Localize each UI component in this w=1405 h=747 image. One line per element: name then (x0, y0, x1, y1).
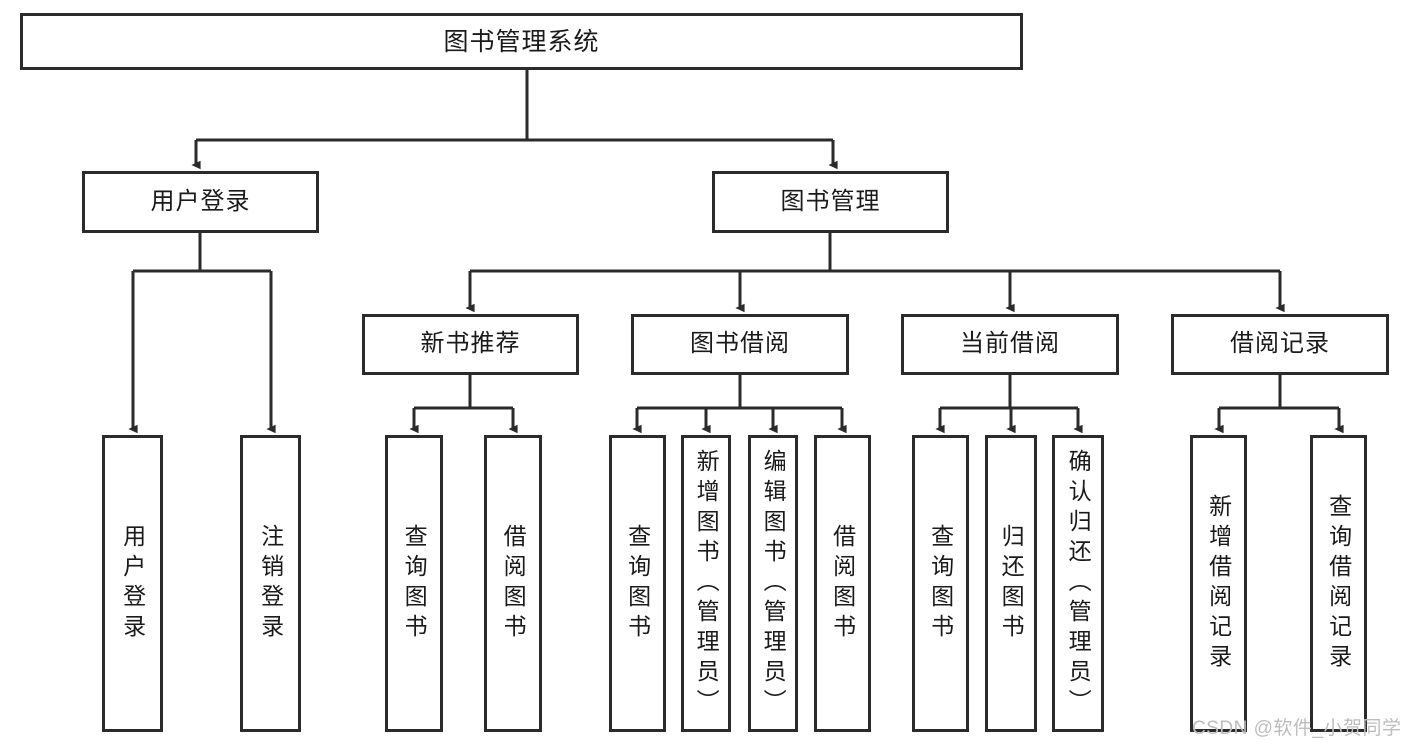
leaf-edit-book-admin[interactable]: 编辑图书（管理员） (748, 435, 798, 732)
leaf-query-borrow-record[interactable]: 查询借阅记录 (1310, 435, 1367, 732)
leaf-borrow-book-label: 借阅图书 (829, 523, 856, 644)
leaf-add-borrow-record-label: 新增借阅记录 (1205, 493, 1232, 674)
leaf-user-login[interactable]: 用户登录 (102, 435, 163, 732)
leaf-query-book-newbook[interactable]: 查询图书 (385, 435, 443, 732)
node-user-login-label: 用户登录 (150, 187, 251, 215)
leaf-add-book-admin[interactable]: 新增图书（管理员） (681, 435, 731, 732)
leaf-query-book-borrow[interactable]: 查询图书 (609, 435, 666, 732)
node-root-label: 图书管理系统 (443, 27, 600, 56)
leaf-confirm-return-admin[interactable]: 确认归还（管理员） (1052, 435, 1104, 732)
leaf-user-login-label: 用户登录 (119, 523, 146, 644)
node-book-management-label: 图书管理 (780, 187, 881, 215)
node-user-login[interactable]: 用户登录 (82, 171, 319, 233)
leaf-query-book-newbook-label: 查询图书 (401, 523, 428, 644)
node-new-book-recommend-label: 新书推荐 (420, 330, 521, 358)
leaf-borrow-book-newbook[interactable]: 借阅图书 (484, 435, 542, 732)
leaf-confirm-return-admin-label: 确认归还（管理员） (1065, 448, 1092, 719)
leaf-query-book-borrow-label: 查询图书 (624, 523, 651, 644)
leaf-logout-label: 注销登录 (257, 523, 284, 644)
leaf-add-borrow-record[interactable]: 新增借阅记录 (1190, 435, 1247, 732)
csdn-watermark: CSDN @软件_小贺同学 (1192, 718, 1402, 739)
leaf-return-book[interactable]: 归还图书 (985, 435, 1037, 732)
node-new-book-recommend[interactable]: 新书推荐 (362, 314, 579, 375)
leaf-return-book-label: 归还图书 (998, 523, 1025, 644)
node-borrow-records[interactable]: 借阅记录 (1171, 314, 1389, 375)
node-current-borrow-label: 当前借阅 (960, 330, 1060, 358)
node-current-borrow[interactable]: 当前借阅 (901, 314, 1119, 375)
leaf-query-borrow-record-label: 查询借阅记录 (1325, 493, 1352, 674)
leaf-query-book-current-label: 查询图书 (927, 523, 954, 644)
node-borrow-records-label: 借阅记录 (1230, 330, 1330, 358)
leaf-add-book-admin-label: 新增图书（管理员） (693, 448, 720, 719)
leaf-logout[interactable]: 注销登录 (240, 435, 301, 732)
leaf-query-book-current[interactable]: 查询图书 (912, 435, 969, 732)
node-book-borrow-label: 图书借阅 (690, 330, 790, 358)
node-book-management[interactable]: 图书管理 (712, 171, 949, 233)
leaf-borrow-book-newbook-label: 借阅图书 (500, 523, 527, 644)
leaf-edit-book-admin-label: 编辑图书（管理员） (760, 448, 787, 719)
node-root[interactable]: 图书管理系统 (20, 13, 1023, 70)
leaf-borrow-book[interactable]: 借阅图书 (814, 435, 871, 732)
node-book-borrow[interactable]: 图书借阅 (631, 314, 849, 375)
